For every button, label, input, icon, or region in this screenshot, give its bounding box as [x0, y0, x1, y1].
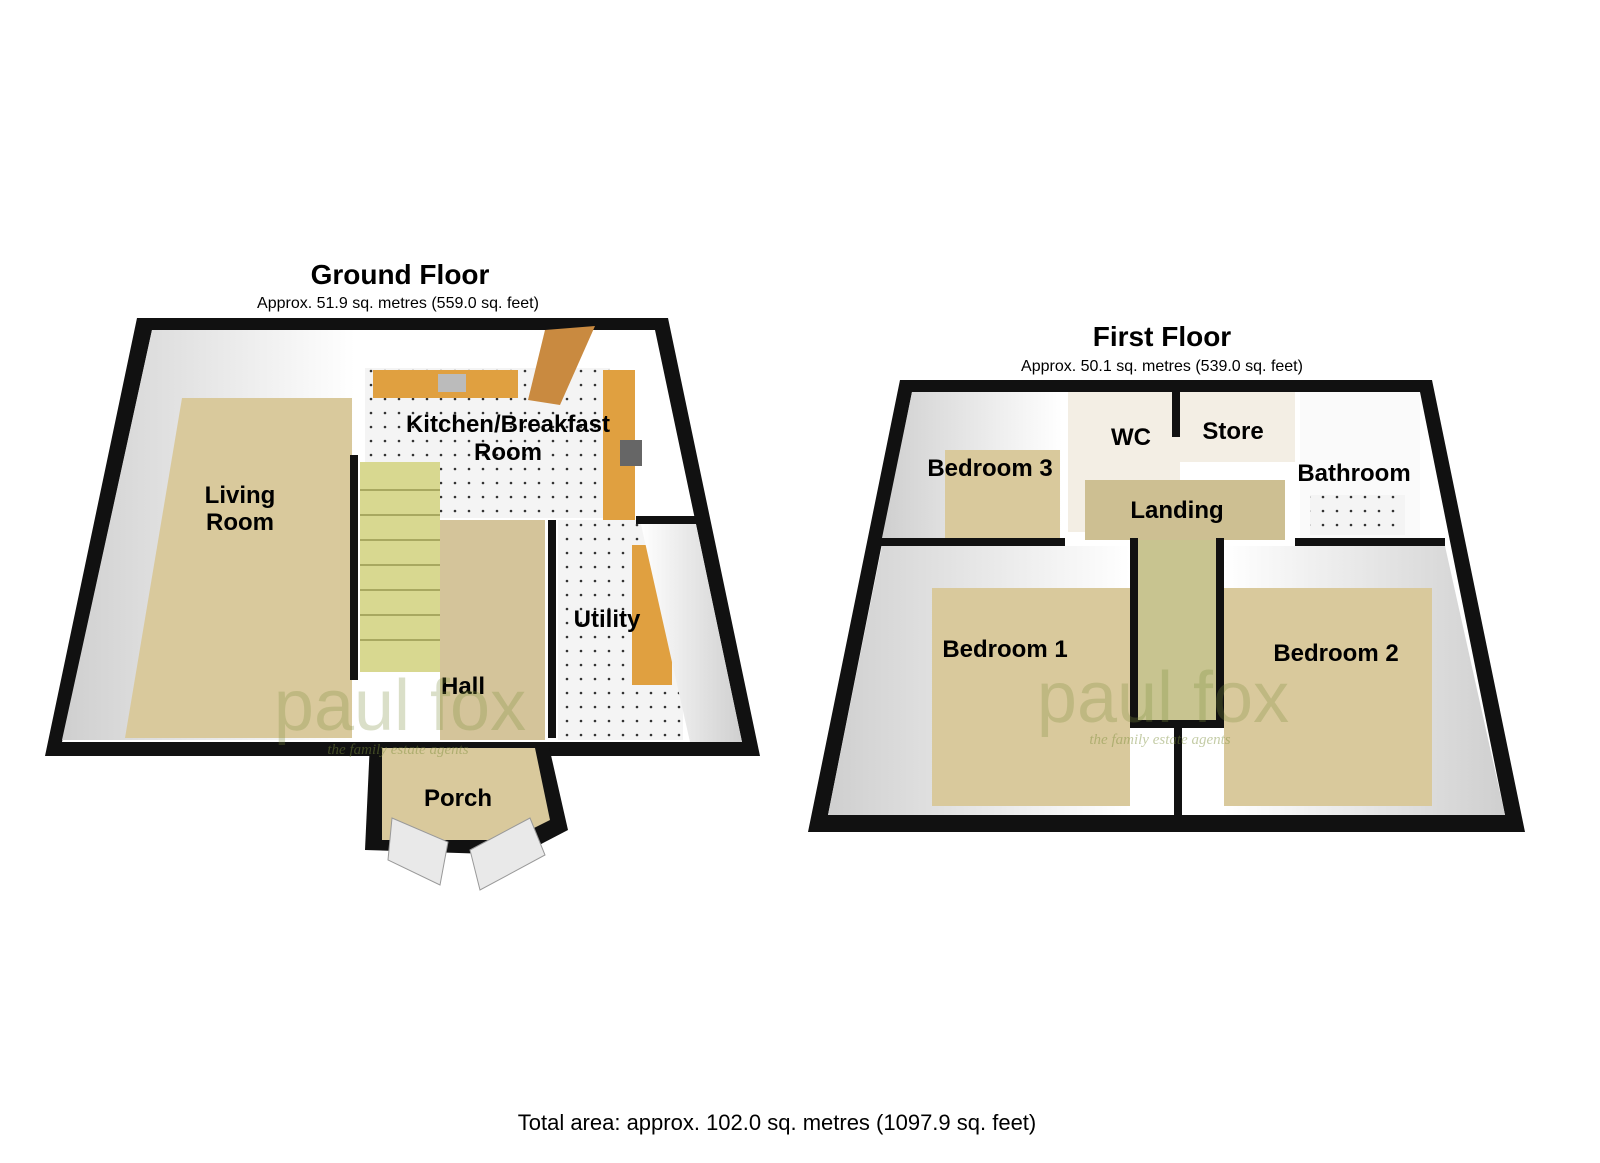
- watermark-tagline: the family estate agents: [327, 742, 468, 758]
- label-hall: Hall: [441, 673, 485, 700]
- watermark-brand-2: paul fox: [1037, 658, 1289, 738]
- label-bathroom: Bathroom: [1297, 460, 1410, 487]
- back-door[interactable]: [528, 326, 595, 405]
- hob-icon: [620, 440, 642, 466]
- label-wc: WC: [1111, 424, 1151, 451]
- label-utility: Utility: [574, 606, 641, 633]
- label-store: Store: [1202, 418, 1263, 445]
- label-kitchen-line1: Kitchen/Breakfast: [406, 411, 610, 438]
- label-bedroom2: Bedroom 2: [1273, 640, 1398, 667]
- first-floor-stairs: [1138, 540, 1216, 720]
- stairs: [350, 455, 440, 680]
- hall: [440, 520, 545, 740]
- ground-floor-title: Ground Floor: [311, 259, 490, 290]
- label-kitchen-line2: Room: [474, 439, 542, 466]
- ground-floor-plan: Ground Floor Approx. 51.9 sq. metres (55…: [45, 259, 760, 891]
- label-bedroom1: Bedroom 1: [942, 636, 1067, 663]
- watermark-tagline-2: the family estate agents: [1089, 732, 1230, 748]
- first-floor-area: Approx. 50.1 sq. metres (539.0 sq. feet): [1021, 358, 1303, 375]
- label-living-line2: Room: [206, 509, 274, 536]
- landing: [1085, 480, 1285, 540]
- first-floor-plan: First Floor Approx. 50.1 sq. metres (539…: [808, 321, 1525, 832]
- porch-door-right[interactable]: [469, 817, 546, 891]
- watermark-brand: paul fox: [274, 666, 526, 746]
- label-landing: Landing: [1130, 497, 1223, 524]
- porch: [382, 748, 550, 840]
- sink-icon: [438, 374, 466, 392]
- store: [1180, 392, 1295, 462]
- label-porch: Porch: [424, 785, 492, 812]
- label-living-line1: Living: [205, 482, 276, 509]
- porch-door-left[interactable]: [387, 817, 449, 886]
- ground-floor-area: Approx. 51.9 sq. metres (559.0 sq. feet): [257, 295, 539, 312]
- first-floor-title: First Floor: [1093, 321, 1232, 352]
- label-bedroom3: Bedroom 3: [927, 455, 1052, 482]
- total-area: Total area: approx. 102.0 sq. metres (10…: [518, 1110, 1037, 1135]
